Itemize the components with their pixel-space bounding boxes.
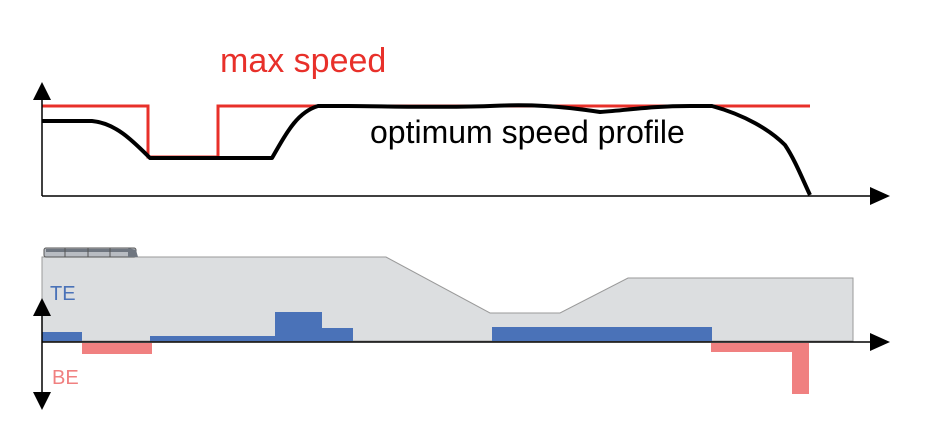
te-bar [42,332,82,341]
te-bar [492,327,712,341]
train-icon [43,247,138,258]
effort-panel: TE BE [33,247,890,410]
braking-effort-bars [82,343,809,394]
speed-y-axis-arrow [33,82,51,100]
speed-panel: max speed optimum speed profile [33,42,890,205]
be-bar [792,343,809,394]
optimum-speed-profile-line [42,103,812,196]
speed-x-axis-arrow [870,187,890,205]
optimum-speed-profile-label: optimum speed profile [370,114,685,150]
te-bar [150,336,276,341]
te-bar [275,312,322,341]
effort-y-axis-arrow-down [33,392,51,410]
be-bar [711,343,809,352]
te-bar [321,328,353,341]
effort-y-axis-arrow-up [33,298,51,316]
be-bar [82,343,152,354]
effort-x-axis-arrow [870,333,890,351]
tractive-effort-label: TE [50,283,76,305]
braking-effort-label: BE [52,367,79,389]
terrain-profile [41,256,854,342]
tractive-effort-bars [42,312,712,341]
max-speed-label: max speed [220,42,386,80]
